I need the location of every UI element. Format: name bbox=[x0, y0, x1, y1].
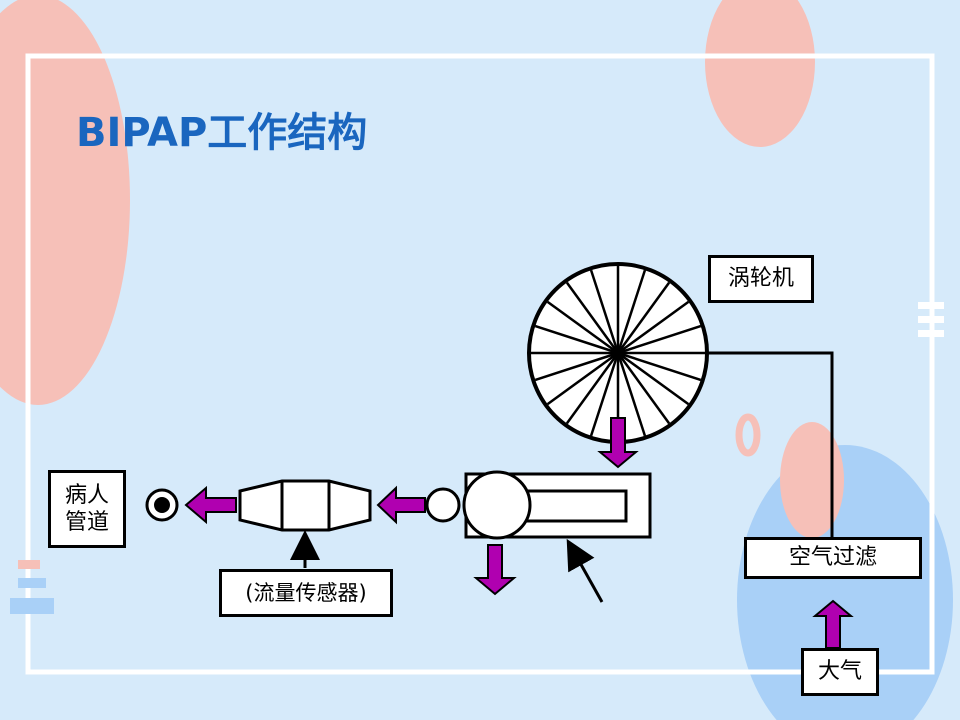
turbine-blade bbox=[617, 351, 702, 382]
turbine-blade bbox=[546, 351, 619, 406]
turbine-label: 涡轮机 bbox=[708, 255, 814, 303]
turbine-blade bbox=[616, 352, 647, 437]
flow-arrow-icon bbox=[597, 417, 639, 469]
turbine-blade bbox=[616, 352, 671, 425]
turbine-blade bbox=[617, 351, 690, 406]
decor-dash-pink bbox=[18, 560, 40, 569]
valve-unit bbox=[425, 470, 652, 540]
decor-pink-blob-mid bbox=[780, 422, 844, 538]
decor-dash-white-3 bbox=[918, 330, 944, 337]
atmosphere-label: 大气 bbox=[801, 648, 879, 696]
air-pipe bbox=[706, 351, 834, 540]
flow-sensor-label: (流量传感器) bbox=[219, 569, 393, 617]
turbine-blade bbox=[616, 269, 647, 354]
slide-title: BIPAP工作结构 bbox=[76, 110, 368, 156]
decor-dash-blue-2 bbox=[10, 598, 54, 614]
turbine-blade bbox=[616, 281, 671, 354]
flow-sensor bbox=[238, 479, 372, 532]
turbine-blade bbox=[534, 324, 619, 355]
valve-pointer-arrow bbox=[566, 538, 604, 603]
decor-white-frame bbox=[25, 53, 935, 675]
decor-dash-white-1 bbox=[918, 302, 944, 309]
patient-line-label: 病人 管道 bbox=[48, 470, 126, 548]
flow-arrow-icon bbox=[473, 544, 517, 596]
flow-arrow-icon bbox=[376, 485, 426, 525]
turbine-blade bbox=[617, 324, 702, 355]
turbine-blade bbox=[589, 352, 620, 437]
decor-pink-blob-left bbox=[0, 0, 130, 405]
flow-arrow-icon bbox=[812, 599, 854, 649]
turbine-blade bbox=[565, 352, 620, 425]
turbine-blade bbox=[534, 351, 619, 382]
air-filter-label: 空气过滤 bbox=[744, 537, 922, 579]
turbine-blade bbox=[617, 300, 690, 355]
turbine-blade bbox=[589, 269, 620, 354]
decor-dash-blue-1 bbox=[18, 578, 46, 588]
turbine-wheel-icon bbox=[527, 262, 709, 444]
decor-dash-white-2 bbox=[918, 316, 944, 323]
decor-pink-ring bbox=[735, 413, 761, 457]
turbine-blade bbox=[565, 281, 620, 354]
turbine-blade bbox=[546, 300, 619, 355]
patient-connector-icon bbox=[145, 488, 179, 522]
decor-pink-blob-top bbox=[705, 0, 815, 147]
flow-arrow-icon bbox=[184, 485, 237, 525]
